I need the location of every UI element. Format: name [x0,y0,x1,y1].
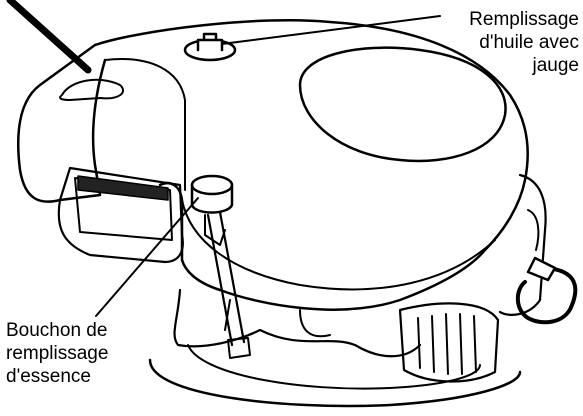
oil-fill-label-line-1: Remplissage [469,9,579,30]
fuel-cap-top [190,174,234,196]
dipstick-tube [206,210,246,347]
oil-fill-label-line-3: jauge [532,55,580,76]
engine-shroud [93,18,529,311]
deck-inner [187,344,481,390]
muffler-ribs [417,313,477,375]
shroud-edge [181,199,496,291]
right-housing-inner [527,209,540,251]
fuel-leader-line [95,197,199,317]
oil-fill-label-line-2: d'huile avec [479,32,579,53]
hose-clip [526,256,557,282]
dipstick-end [227,337,251,359]
oil-leader-line [221,15,441,45]
air-cleaner-dark [77,175,169,201]
handle-slot [59,78,125,101]
mower-deck [148,358,522,408]
oil-fill-label: Remplissage d'huile avec jauge [469,8,579,77]
fuel-cap-label-line-2: remplissage [6,343,109,364]
right-housing [498,173,547,316]
fuel-cap-label-line-3: d'essence [6,366,91,387]
top-dome [298,46,507,163]
air-cleaner [57,166,184,264]
crankcase [173,288,422,358]
oil-fill-knob [196,32,224,52]
pointer-stick [6,0,92,74]
blower-housing [16,43,107,203]
fuel-cap-label: Bouchon de remplissage d'essence [6,319,108,388]
blower-face [104,58,186,191]
fuel-cap-label-line-1: Bouchon de [6,320,108,341]
hose [515,266,578,325]
muffler [398,302,500,383]
